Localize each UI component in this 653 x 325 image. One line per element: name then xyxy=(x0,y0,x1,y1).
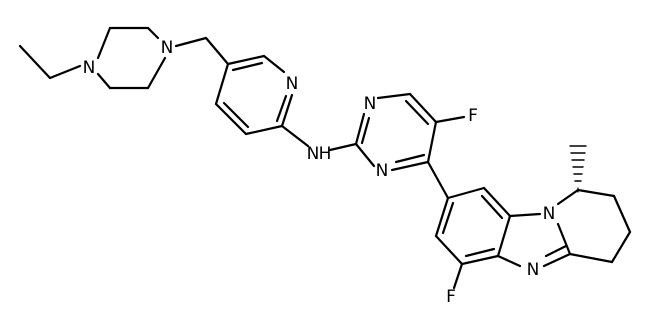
bond-bz-1 xyxy=(446,186,486,200)
imidazole-ring xyxy=(496,212,572,268)
bond-bz-6-double xyxy=(441,201,455,235)
bond-n-ch2 xyxy=(174,36,208,48)
atom-f-benzo: F xyxy=(446,287,456,307)
tetrahydro-ring xyxy=(556,188,632,264)
bond-pym-5 xyxy=(390,160,430,172)
bond-im-3-double xyxy=(544,244,568,258)
piperazine-ring xyxy=(96,26,167,90)
atom-n-imidazole: N xyxy=(527,260,540,280)
bond-pip-1 xyxy=(96,26,112,60)
bond-pym-1-double xyxy=(360,116,371,145)
bond-py-5-double xyxy=(222,101,250,129)
bond-bz-5 xyxy=(434,234,464,266)
bond-im-4 xyxy=(496,254,522,268)
bond-pym-1 xyxy=(354,112,366,146)
bond-sat-3 xyxy=(612,194,632,234)
bond-py-3-double xyxy=(275,94,288,123)
bond-py-1 xyxy=(226,54,266,66)
bond-py-nh xyxy=(280,124,310,148)
ethyl-group xyxy=(18,44,82,80)
atom-n-piperazine-2: N xyxy=(161,38,174,58)
bond-im-2 xyxy=(556,222,572,256)
methyl-hashed-wedge xyxy=(569,145,587,193)
bond-sat-4 xyxy=(610,230,632,264)
atom-n-pyrimidine-2: N xyxy=(376,161,389,181)
bond-bz-2-double xyxy=(480,194,504,220)
atom-n-pyridine: N xyxy=(286,74,299,94)
bond-pym-6 xyxy=(354,142,376,168)
atom-f-pyrimidine: F xyxy=(468,106,478,126)
bond-bz-4 xyxy=(460,254,500,266)
benzo-ring xyxy=(434,186,512,290)
bond-bz-4-double xyxy=(464,247,496,258)
bond-pym-3 xyxy=(408,92,438,124)
bond-pip-6 xyxy=(96,72,112,90)
methylene-linker xyxy=(174,36,230,66)
bond-ch2-pyridine xyxy=(204,36,230,66)
bond-pym-3-double xyxy=(404,99,430,126)
pyridine-ring xyxy=(214,54,294,136)
atom-n-amine: N xyxy=(307,144,320,164)
atom-h-amine: H xyxy=(319,144,332,164)
bond-pym-f xyxy=(434,115,466,124)
bond-py-1-double xyxy=(231,61,264,72)
pyrimidine-ring xyxy=(354,92,466,172)
bond-nh-pym xyxy=(328,142,358,152)
bond-bz-3 xyxy=(496,214,512,258)
bond-pym-2 xyxy=(376,92,412,100)
atom-n-imidazole-bridge: N xyxy=(543,204,556,224)
bond-pym-4 xyxy=(426,120,438,164)
bond-pym-benzo xyxy=(426,160,450,200)
bond-bz-6 xyxy=(434,196,450,238)
bond-pip-4 xyxy=(146,56,167,90)
amine-linkage xyxy=(280,124,358,152)
bond-bz-f xyxy=(452,262,464,290)
atom-n-pyrimidine-1: N xyxy=(364,94,377,114)
atom-n-piperazine-1: N xyxy=(83,58,96,78)
bond-py-4 xyxy=(244,124,284,136)
bond-sat-2 xyxy=(576,188,616,198)
bond-im-3 xyxy=(542,252,572,268)
bond-ethyl-ch3 xyxy=(18,44,52,80)
bond-py-2 xyxy=(262,54,286,74)
bond-pip-3 xyxy=(146,26,160,40)
bond-py-3 xyxy=(280,93,294,128)
bond-sat-5 xyxy=(568,252,614,264)
bond-bz-2 xyxy=(482,186,512,218)
bond-py-6 xyxy=(214,62,230,106)
bond-ethyl-ch2-n xyxy=(48,64,82,80)
bond-im-1 xyxy=(508,212,542,218)
bond-py-5 xyxy=(214,102,248,136)
bond-sat-1 xyxy=(556,188,580,206)
bond-pym-5-double xyxy=(394,153,426,164)
